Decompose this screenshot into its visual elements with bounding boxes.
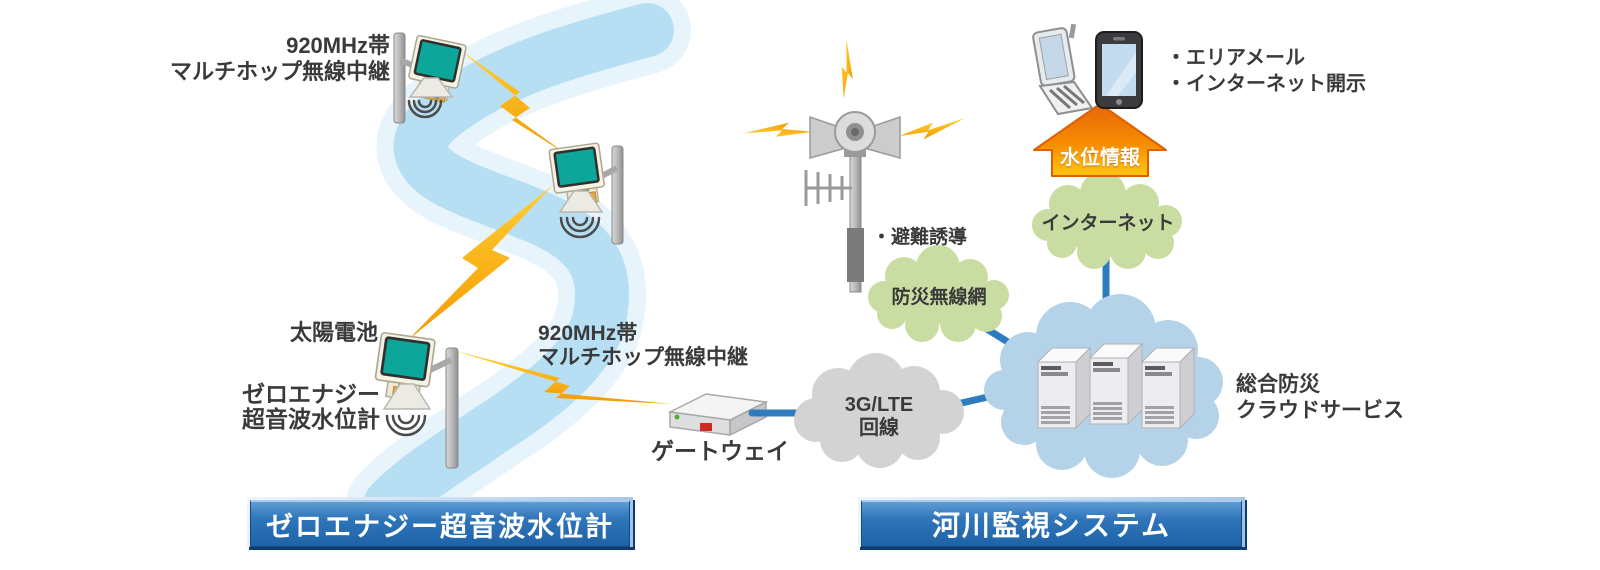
ultrasonic-waves-icon [559,216,601,239]
smartphone-icon [1095,31,1143,109]
label-920mhz-multihop-mid: 920MHz帯 マルチホップ無線中継 [538,322,748,370]
label-920mhz-multihop-top: 920MHz帯 マルチホップ無線中継 [118,33,390,84]
label-line: ・エリアメール [1166,47,1305,69]
label-line: クラウドサービス [1236,399,1404,422]
label-zero-energy-sensor: ゼロエナジー 超音波水位計 [206,382,380,432]
disaster-loudspeaker-tower-icon [742,38,968,293]
banner-zero-energy-sensor: ゼロエナジー超音波水位計 [247,497,633,547]
label-internet: インターネット [1041,213,1175,234]
wireless-link-bolt-icon [408,50,672,404]
ultrasonic-waves-icon [385,414,427,437]
ultrasonic-waves-icon [407,99,443,119]
yagi-antenna-icon [804,170,852,206]
label-line: 総合防災 [1236,373,1320,396]
cloud-service-icon [984,294,1223,478]
cloud-3g-lte-icon [794,353,964,468]
river-shape [346,0,691,549]
label-3g-lte-line: 3G/LTE 回線 [818,394,940,440]
label-line: 超音波水位計 [242,406,380,432]
banner-text: 河川監視システム [861,500,1242,547]
label-line: 3G/LTE [844,394,914,416]
label-gateway: ゲートウェイ [651,438,789,464]
water-level-sensor-icon [371,331,459,469]
server-rack-icon [1036,342,1196,430]
label-line: マルチホップ無線中継 [169,58,390,84]
cloud-disaster-radio-icon [868,245,1009,342]
label-evacuation-guidance: ・避難誘導 [872,227,968,248]
label-disaster-radio-network: 防災無線網 [891,287,987,308]
label-line: 920MHz帯 [538,322,638,345]
flip-phone-icon [1032,23,1094,116]
label-area-mail-disclosure: ・エリアメール ・インターネット開示 [1166,45,1366,97]
gateway-device-icon [667,393,769,437]
label-line: ゼロエナジー [242,381,380,407]
banner-text: ゼロエナジー超音波水位計 [250,500,630,547]
label-line: 920MHz帯 [286,33,390,58]
water-level-sensor-icon [393,32,468,124]
water-level-info-arrow-icon [1033,103,1167,177]
label-line: ・インターネット開示 [1166,73,1366,95]
label-line: マルチホップ無線中継 [538,346,748,369]
label-disaster-cloud-service: 総合防災 クラウドサービス [1236,372,1404,424]
label-line: 回線 [859,417,899,439]
label-water-level-info: 水位情報 [1060,147,1140,169]
water-level-sensor-icon [547,141,624,245]
cloud-internet-icon [1032,171,1182,269]
label-solar-battery: 太陽電池 [289,320,378,345]
banner-river-monitoring-system: 河川監視システム [858,497,1245,547]
